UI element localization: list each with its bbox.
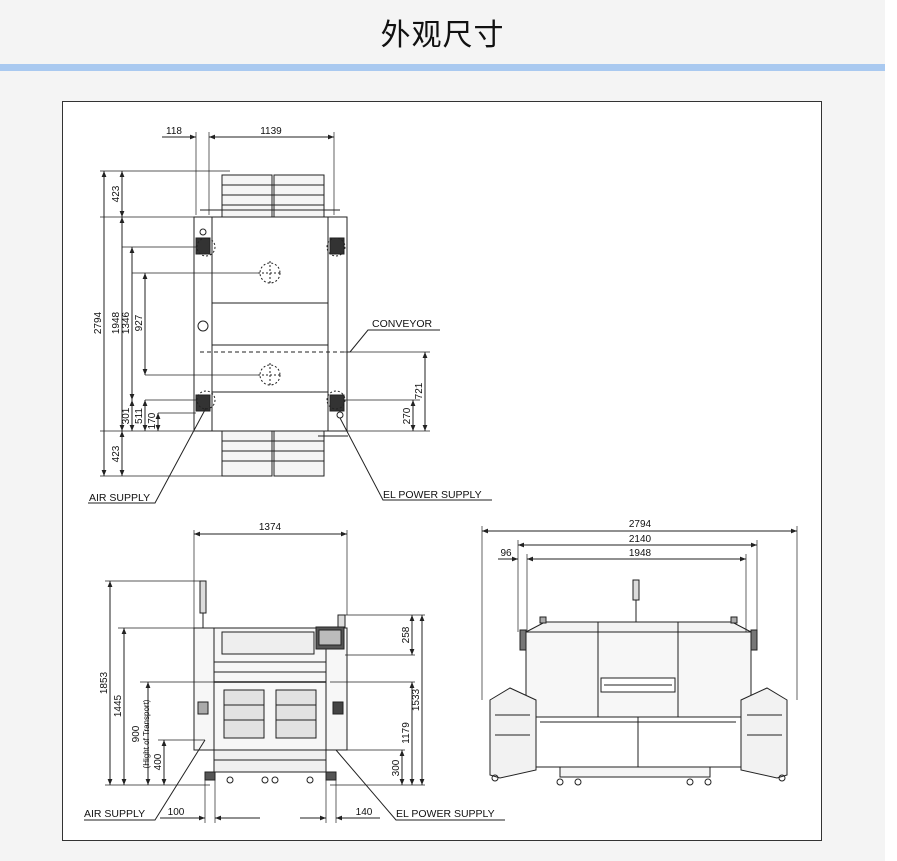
page-title: 外观尺寸 <box>380 18 505 53</box>
dim-423-bottom: 423 <box>111 445 122 462</box>
dim-2794-side: 2794 <box>629 519 652 530</box>
dim-1948-side: 1948 <box>629 548 652 559</box>
page-right-edge <box>885 0 897 861</box>
top-main-body <box>193 216 348 432</box>
dim-927: 927 <box>134 314 145 331</box>
dim-900: 900 <box>131 725 142 742</box>
dim-400: 400 <box>153 753 164 770</box>
label-conveyor: CONVEYOR <box>372 318 433 330</box>
dim-1346: 1346 <box>121 311 132 334</box>
dim-1139: 1139 <box>260 126 282 137</box>
dim-270: 270 <box>402 407 413 424</box>
top-feeders-top <box>200 174 340 218</box>
label-air-supply-top: AIR SUPPLY <box>89 492 150 504</box>
dim-1853: 1853 <box>99 671 110 694</box>
dim-2794: 2794 <box>93 311 104 334</box>
dim-1533: 1533 <box>411 688 422 711</box>
label-el-power-supply-top: EL POWER SUPPLY <box>383 489 482 501</box>
dim-118: 118 <box>166 126 182 137</box>
dim-1948: 1948 <box>111 311 122 334</box>
dim-423-top: 423 <box>111 185 122 202</box>
title-accent-bar <box>0 64 885 71</box>
label-air-supply-front: AIR SUPPLY <box>84 808 145 820</box>
dim-300: 300 <box>391 759 402 776</box>
dim-258: 258 <box>401 626 412 643</box>
dim-511: 511 <box>134 408 145 424</box>
dim-2140: 2140 <box>629 534 652 545</box>
dim-301: 301 <box>121 407 132 424</box>
top-feeders-bottom <box>221 430 348 477</box>
side-view <box>481 526 798 786</box>
dim-170: 170 <box>147 412 158 429</box>
label-el-power-supply-front: EL POWER SUPPLY <box>396 808 495 820</box>
top-view <box>88 132 492 504</box>
dim-100: 100 <box>168 807 185 818</box>
dim-721: 721 <box>414 382 425 399</box>
front-view <box>84 530 505 823</box>
dim-1374: 1374 <box>259 522 282 533</box>
dim-96: 96 <box>500 548 512 559</box>
dim-140: 140 <box>356 807 373 818</box>
dim-1179: 1179 <box>401 722 412 744</box>
transport-height-note: (Hight of Transport) <box>142 699 151 768</box>
dim-1445: 1445 <box>113 694 124 717</box>
